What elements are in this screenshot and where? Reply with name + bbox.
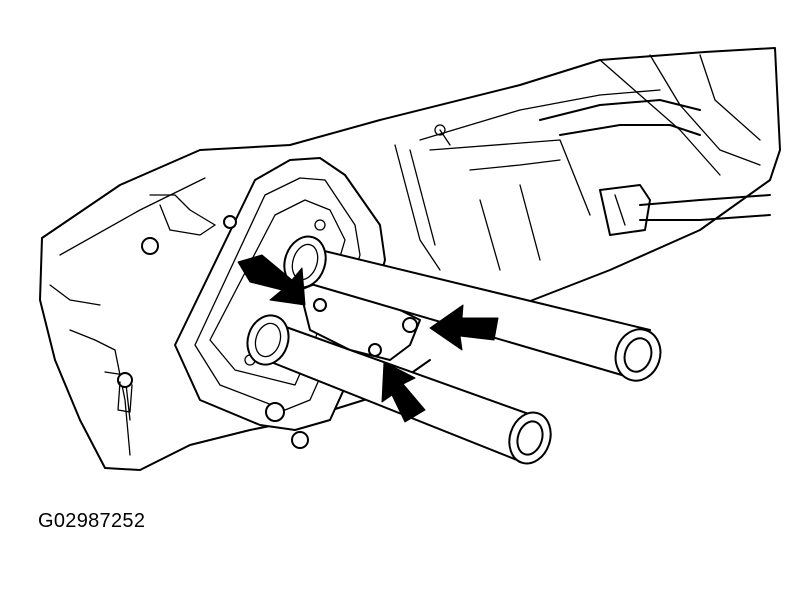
arrow-lower-icon	[381, 361, 426, 423]
figure-id-label: G02987252	[38, 510, 146, 532]
arrow-right-icon	[429, 304, 499, 351]
heater-housing	[39, 47, 781, 471]
arrow-upper-left-icon	[237, 254, 306, 306]
callout-arrows	[237, 254, 499, 423]
